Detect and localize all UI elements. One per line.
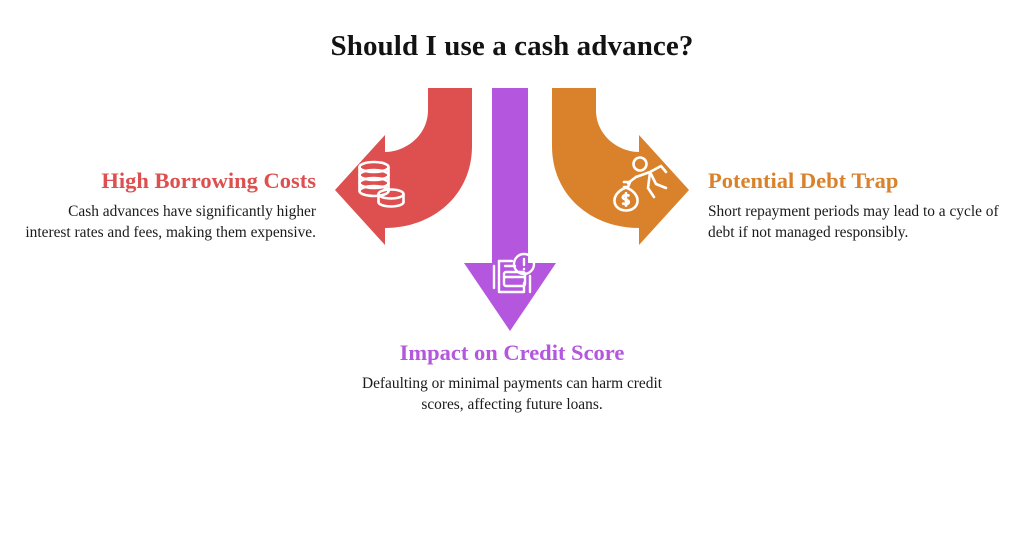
arrow-right-orange-shape <box>552 88 689 245</box>
arrow-left-red <box>335 88 472 245</box>
branch-heading-potential-debt-trap: Potential Debt Trap <box>708 168 899 193</box>
branch-body-impact-on-credit-score: Defaulting or minimal payments can harm … <box>361 374 663 413</box>
coin-stack-icon <box>358 160 405 208</box>
document-alert-icon <box>492 252 536 294</box>
arrow-left-red-shape <box>335 88 472 245</box>
page-title: Should I use a cash advance? <box>330 30 694 62</box>
branch-impact-on-credit-score: Impact on Credit Score Defaulting or min… <box>357 340 667 415</box>
branch-potential-debt-trap: Potential Debt Trap Short repayment peri… <box>708 168 1000 243</box>
branch-heading-impact-on-credit-score: Impact on Credit Score <box>399 340 625 365</box>
arrow-down-purple-shape <box>464 88 556 331</box>
branch-heading-high-borrowing-costs: High Borrowing Costs <box>101 168 316 193</box>
arrow-right-orange <box>552 88 689 245</box>
branch-body-high-borrowing-costs: Cash advances have significantly higher … <box>25 202 316 241</box>
branch-high-borrowing-costs: High Borrowing Costs Cash advances have … <box>24 168 316 243</box>
arrow-down-purple <box>464 88 556 331</box>
person-with-money-bag-icon <box>613 156 668 212</box>
branch-body-potential-debt-trap: Short repayment periods may lead to a cy… <box>708 202 999 241</box>
